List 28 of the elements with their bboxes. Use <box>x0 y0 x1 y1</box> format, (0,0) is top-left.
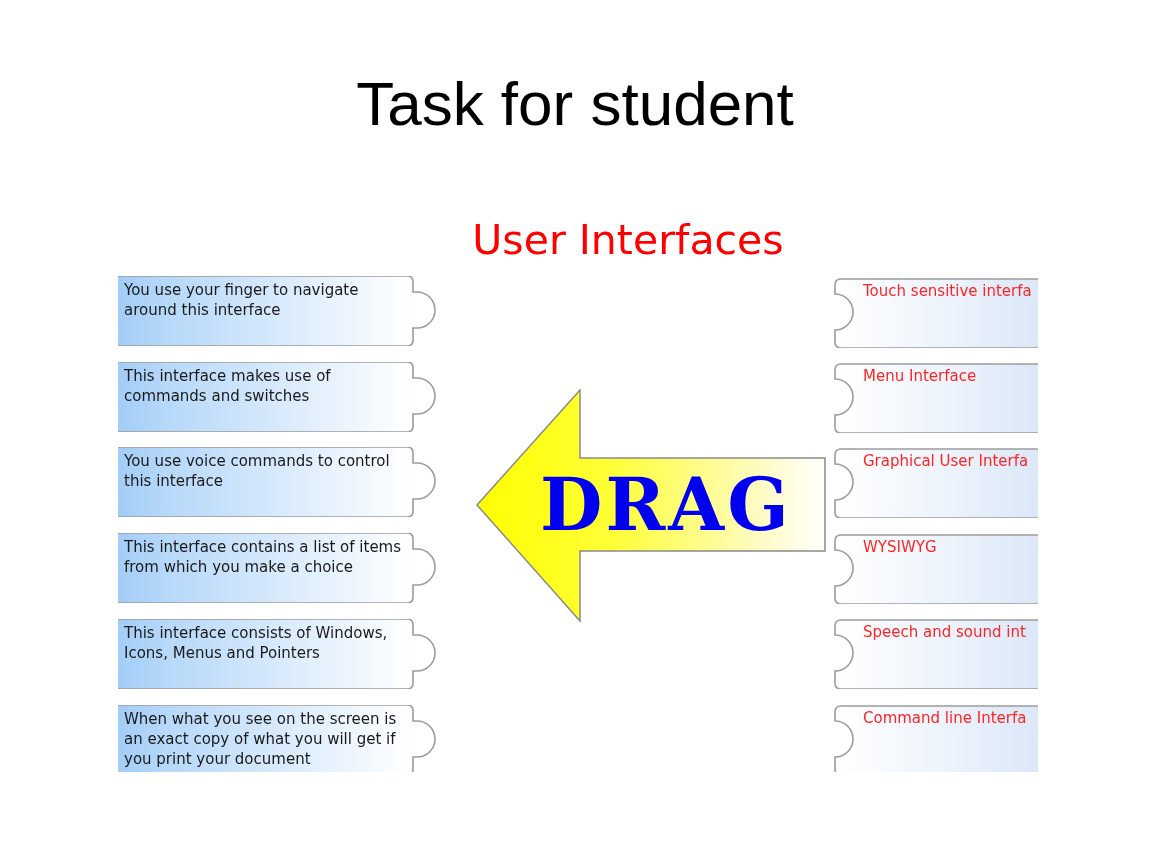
piece-text: Touch sensitive interfa <box>863 281 1032 301</box>
piece-text: This interface makes use of commands and switches <box>124 366 332 406</box>
puzzle-piece <box>118 276 436 346</box>
piece-text: This interface consists of Windows, Icons, Menus and Pointers <box>124 623 389 663</box>
section-heading: User Interfaces <box>472 217 784 265</box>
puzzle-piece <box>833 705 1038 772</box>
puzzle-piece <box>833 448 1038 518</box>
puzzle-piece <box>118 362 436 432</box>
puzzle-piece <box>833 619 1038 689</box>
piece-text: You use your finger to navigate around this interface <box>124 280 360 320</box>
puzzle-piece <box>118 619 436 689</box>
piece-text: Speech and sound int <box>863 622 1026 642</box>
puzzle-piece <box>118 533 436 603</box>
piece-text: You use voice commands to control this interface <box>124 451 391 491</box>
slide-title: Task for student <box>356 70 794 139</box>
block-arrow <box>476 389 827 623</box>
piece-text: Graphical User Interfa <box>863 451 1029 471</box>
piece-text: When what you see on the screen is an exact copy of what you will get if you print your document <box>124 709 398 769</box>
arrow-text: DRAG <box>540 469 792 541</box>
piece-text: Menu Interface <box>863 366 977 386</box>
puzzle-piece <box>118 705 436 772</box>
piece-text: WYSIWYG <box>863 537 937 557</box>
puzzle-piece <box>118 447 436 517</box>
puzzle-piece <box>833 278 1038 348</box>
piece-text: This interface contains a list of items from which you make a choice <box>124 537 403 577</box>
puzzle-piece <box>833 363 1038 433</box>
piece-text: Command line Interfa <box>863 708 1027 728</box>
puzzle-piece <box>833 534 1038 604</box>
